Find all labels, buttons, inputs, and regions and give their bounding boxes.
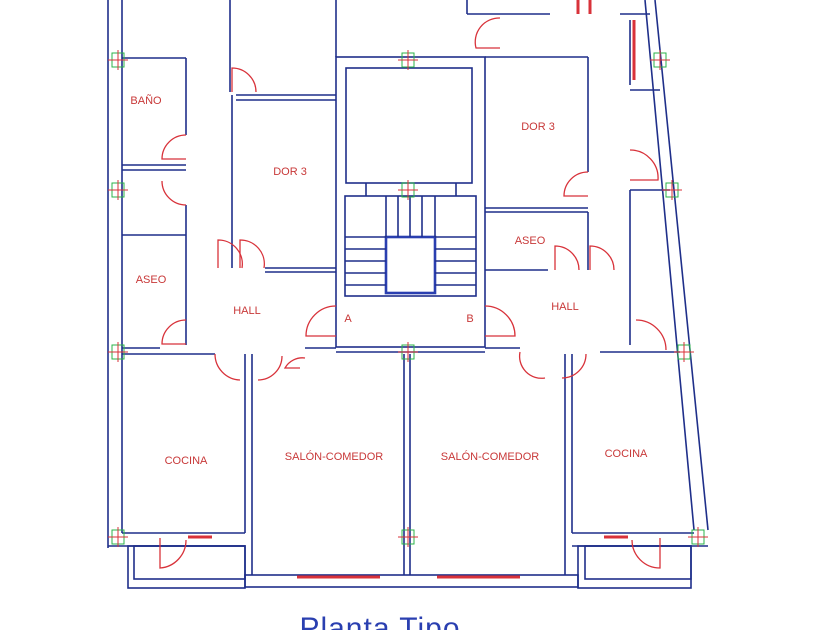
room-label-hall-left: HALL	[233, 305, 261, 317]
room-label-salon-left: SALÓN-COMEDOR	[285, 450, 383, 463]
stair-steps	[345, 183, 476, 286]
column-marker	[662, 180, 682, 200]
column-marker	[674, 342, 694, 362]
column-marker	[398, 342, 418, 362]
room-labels: BAÑO DOR 3 DOR 3 ASEO ASEO HALL HALL A B…	[130, 94, 648, 467]
column-markers	[108, 50, 708, 547]
room-label-hall-right: HALL	[551, 301, 579, 313]
room-label-dormitorio-left: DOR 3	[273, 166, 307, 178]
room-label-dormitorio-right: DOR 3	[521, 121, 555, 133]
room-label-aseo-left: ASEO	[136, 274, 167, 286]
room-label-cocina-right: COCINA	[605, 448, 648, 460]
column-marker	[688, 527, 708, 547]
door-label-b: B	[466, 313, 473, 325]
column-marker	[398, 527, 418, 547]
column-marker	[398, 50, 418, 70]
plan-title: Planta Tipo	[299, 612, 460, 630]
walls	[107, 0, 709, 589]
column-marker	[108, 180, 128, 200]
room-label-salon-right: SALÓN-COMEDOR	[441, 450, 539, 463]
doors	[159, 0, 667, 569]
room-label-cocina-left: COCINA	[165, 455, 208, 467]
column-marker	[108, 50, 128, 70]
column-marker	[108, 527, 128, 547]
column-marker	[650, 50, 670, 70]
column-marker	[398, 180, 418, 200]
room-label-bano: BAÑO	[130, 94, 162, 107]
room-label-aseo-right: ASEO	[515, 235, 546, 247]
column-marker	[108, 342, 128, 362]
door-label-a: A	[344, 313, 352, 325]
